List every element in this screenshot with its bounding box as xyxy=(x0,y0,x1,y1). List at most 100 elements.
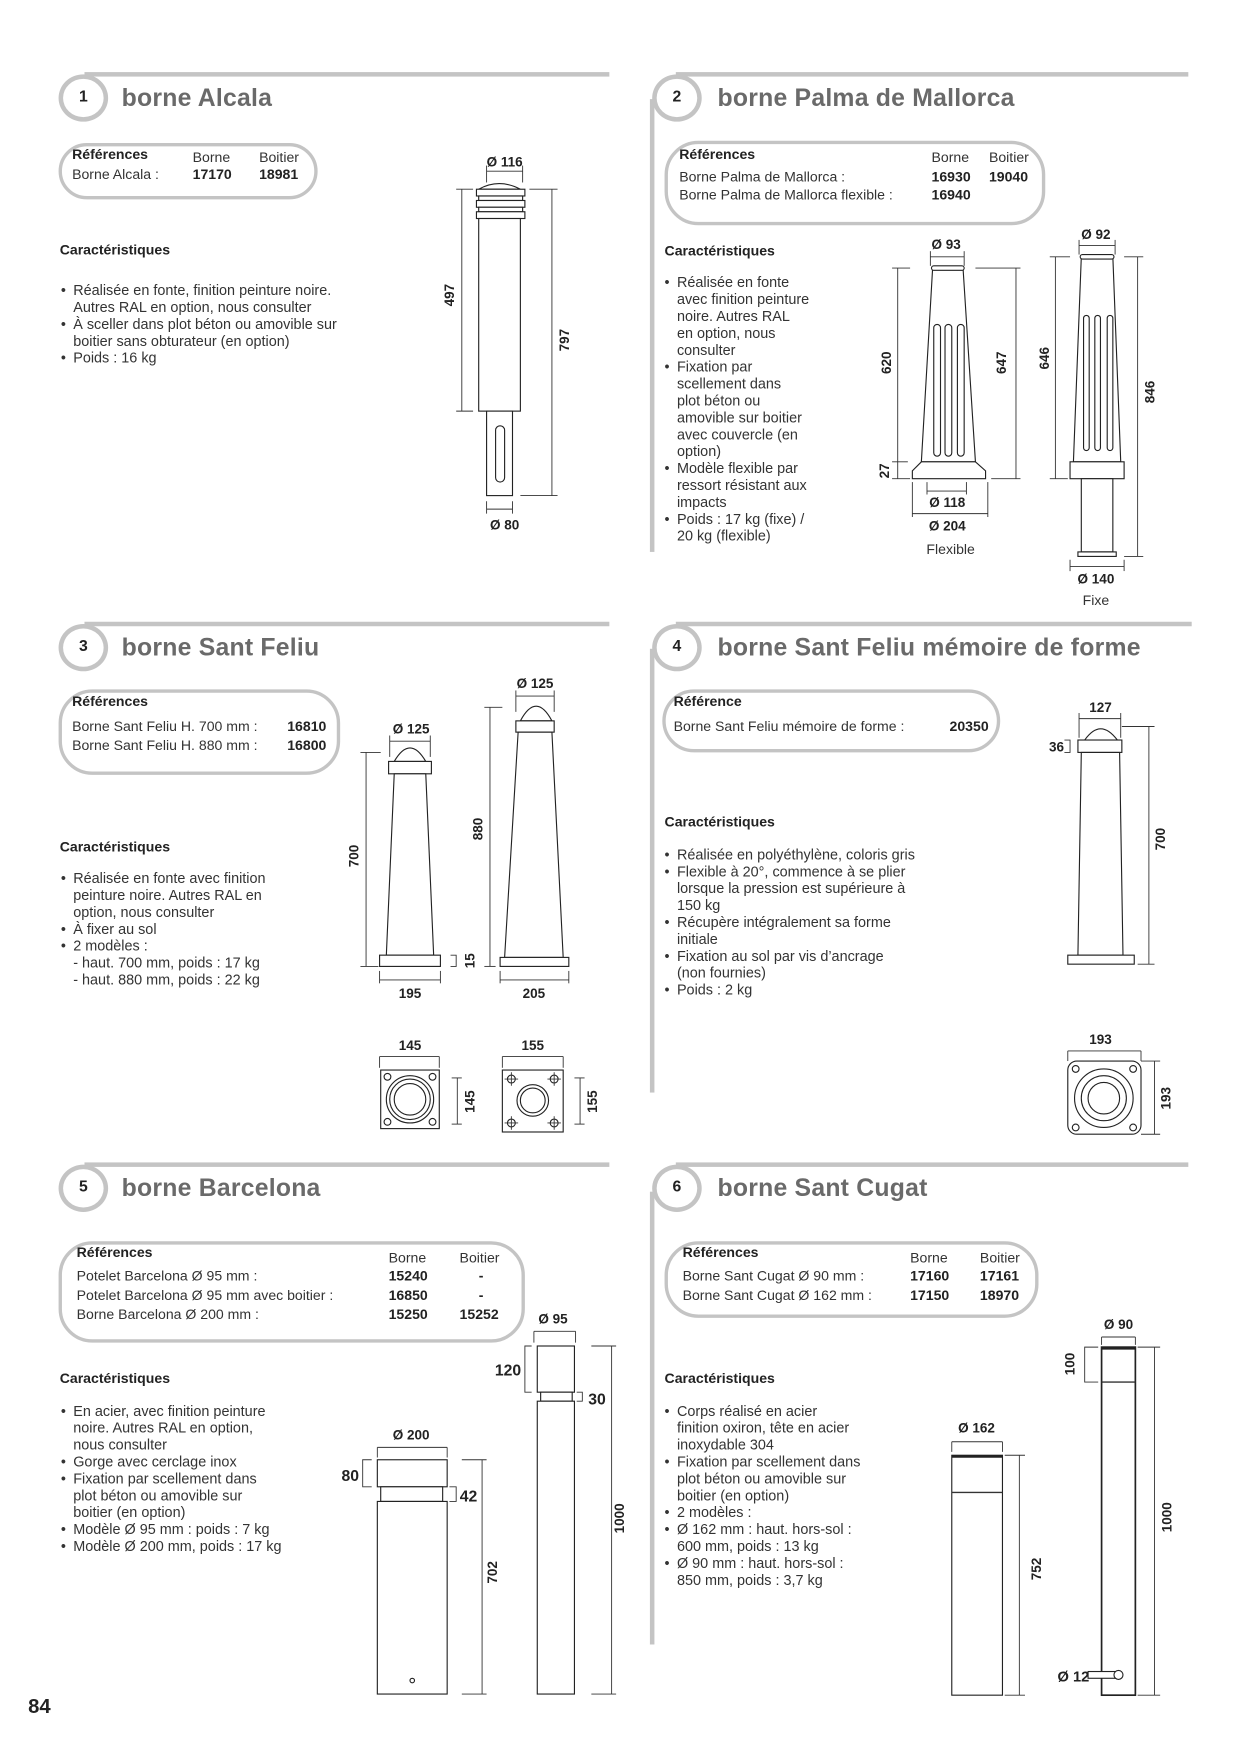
dim-label: Ø 125 xyxy=(517,676,554,691)
references-heading: Références xyxy=(72,693,149,710)
reference-code: 19040 xyxy=(988,168,1029,185)
dim-label: 620 xyxy=(879,351,894,374)
characteristic-line: impacts xyxy=(676,493,727,511)
characteristic-line: Corps réalisé en acier xyxy=(676,1402,818,1420)
dim-label: 195 xyxy=(399,986,422,1001)
characteristics-heading: Caractéristiques xyxy=(664,814,775,831)
reference-code: 16940 xyxy=(931,186,971,203)
reference-code: - xyxy=(478,1287,484,1304)
dim-label: 42 xyxy=(460,1488,478,1505)
characteristic-line: lorsque la pression est supérieure à xyxy=(676,879,906,897)
dim-label: 205 xyxy=(523,986,546,1001)
references-heading: Références xyxy=(72,146,149,163)
section-header-rule xyxy=(675,1162,1189,1167)
references-column-header: Borne xyxy=(388,1250,427,1267)
references-column-header: Borne xyxy=(192,149,231,166)
characteristic-line: À fixer au sol xyxy=(73,920,157,938)
characteristic-line: consulter xyxy=(676,341,736,359)
dim-label: 880 xyxy=(470,818,485,841)
characteristic-line: 850 mm, poids : 3,7 kg xyxy=(676,1571,823,1589)
characteristic-line: 20 kg (flexible) xyxy=(676,527,771,545)
reference-label: Borne Palma de Mallorca : xyxy=(679,168,846,185)
drawing-sant-feliu-880: Ø 125 880 205 xyxy=(470,676,570,1001)
characteristic-line: Fixation au sol par vis d’ancrage xyxy=(676,947,884,965)
dim-label: 846 xyxy=(1143,380,1158,403)
bullet-dot: • xyxy=(664,981,670,998)
section-number-badge: 4 xyxy=(652,624,702,672)
dim-label: 145 xyxy=(399,1038,422,1053)
characteristic-line: amovible sur boitier xyxy=(676,408,802,426)
characteristic-line: Modèle Ø 200 mm, poids : 17 kg xyxy=(73,1537,282,1555)
section-title: borne Barcelona xyxy=(121,1173,321,1202)
section-number-badge: 5 xyxy=(58,1164,109,1212)
characteristic-line: En acier, avec finition peinture xyxy=(73,1402,266,1420)
characteristic-line: noire. Autres RAL xyxy=(676,307,790,325)
dim-label: 646 xyxy=(1037,346,1052,369)
bullet-dot: • xyxy=(60,1537,66,1555)
bullet-dot: • xyxy=(60,937,66,955)
dim-label: 1000 xyxy=(612,1503,627,1533)
dim-label: Ø 116 xyxy=(487,155,524,170)
dim-label: Ø 118 xyxy=(929,495,966,510)
reference-label: Borne Sant Cugat Ø 162 mm : xyxy=(682,1287,872,1304)
bullet-dot: • xyxy=(664,845,670,863)
drawing-sant-cugat-162: Ø 162 752 xyxy=(951,1421,1044,1696)
section-number: 6 xyxy=(672,1177,682,1196)
dim-label: Ø 140 xyxy=(1078,571,1115,586)
dim-label: Ø 90 xyxy=(1104,1317,1133,1332)
references-heading: Références xyxy=(682,1244,759,1261)
section-number-badge: 3 xyxy=(58,624,109,672)
characteristic-line: Ø 162 mm : haut. hors-sol : xyxy=(676,1520,852,1538)
reference-code: 18970 xyxy=(979,1287,1020,1304)
dim-label: 127 xyxy=(1089,700,1112,715)
dim-label: 15 xyxy=(462,953,477,969)
references-box xyxy=(58,1241,525,1343)
bullet-dot: • xyxy=(664,947,670,965)
dim-label: 647 xyxy=(994,351,1009,374)
characteristic-line: plot béton ou xyxy=(676,391,761,409)
reference-code: 16850 xyxy=(388,1287,428,1304)
bullet-dot: • xyxy=(664,1453,670,1470)
section-header-rule xyxy=(84,1162,610,1167)
section-number: 4 xyxy=(672,636,682,655)
reference-code: 17161 xyxy=(979,1268,1020,1285)
reference-code: 18981 xyxy=(259,166,299,183)
plan-view-sant-feliu-700: 145 145 xyxy=(379,1038,477,1130)
drawing-caption: Fixe xyxy=(1083,592,1110,608)
bullet-dot: • xyxy=(60,1402,66,1420)
dim-label: 797 xyxy=(557,329,572,352)
section-number: 5 xyxy=(78,1177,88,1196)
characteristic-line: 150 kg xyxy=(676,896,721,914)
characteristic-line: 2 modèles : xyxy=(676,1503,752,1521)
reference-code: 15250 xyxy=(388,1306,428,1323)
section-header-rule xyxy=(84,72,610,77)
bullet-dot: • xyxy=(664,1520,670,1538)
section-title: borne Alcala xyxy=(121,83,273,112)
dim-label: 1000 xyxy=(1160,1502,1175,1532)
characteristic-line: boitier (en option) xyxy=(73,1503,186,1521)
reference-code: 17150 xyxy=(910,1287,950,1304)
reference-code: 15240 xyxy=(388,1268,428,1285)
dim-label: Ø 80 xyxy=(490,517,519,532)
drawing-sant-feliu-700: Ø 125 700 15 195 xyxy=(346,721,477,1001)
bullet-dot: • xyxy=(664,510,670,528)
bullet-dot: • xyxy=(664,913,670,931)
section-number: 1 xyxy=(78,86,88,105)
dim-label: 752 xyxy=(1029,1558,1044,1581)
reference-code: 16800 xyxy=(287,737,327,754)
references-box xyxy=(662,689,1001,753)
characteristic-line: (non fournies) xyxy=(676,964,766,982)
reference-code: 17170 xyxy=(192,166,232,183)
drawing-palma-flexible: Ø 93 620 647 27 Ø 118 Ø 204 Flexible xyxy=(877,237,1021,557)
section-number-badge: 2 xyxy=(652,74,702,122)
page-number: 84 xyxy=(28,1695,51,1718)
characteristic-line: Fixation par scellement dans xyxy=(676,1453,861,1470)
reference-label: Potelet Barcelona Ø 95 mm : xyxy=(76,1268,258,1285)
section-title: borne Palma de Mallorca xyxy=(717,83,1015,112)
bullet-dot: • xyxy=(60,869,66,887)
dim-label: 145 xyxy=(462,1090,477,1113)
bullet-dot: • xyxy=(60,281,66,299)
characteristic-line: ressort résistant aux xyxy=(676,476,807,494)
dim-label: Ø 125 xyxy=(393,721,430,736)
